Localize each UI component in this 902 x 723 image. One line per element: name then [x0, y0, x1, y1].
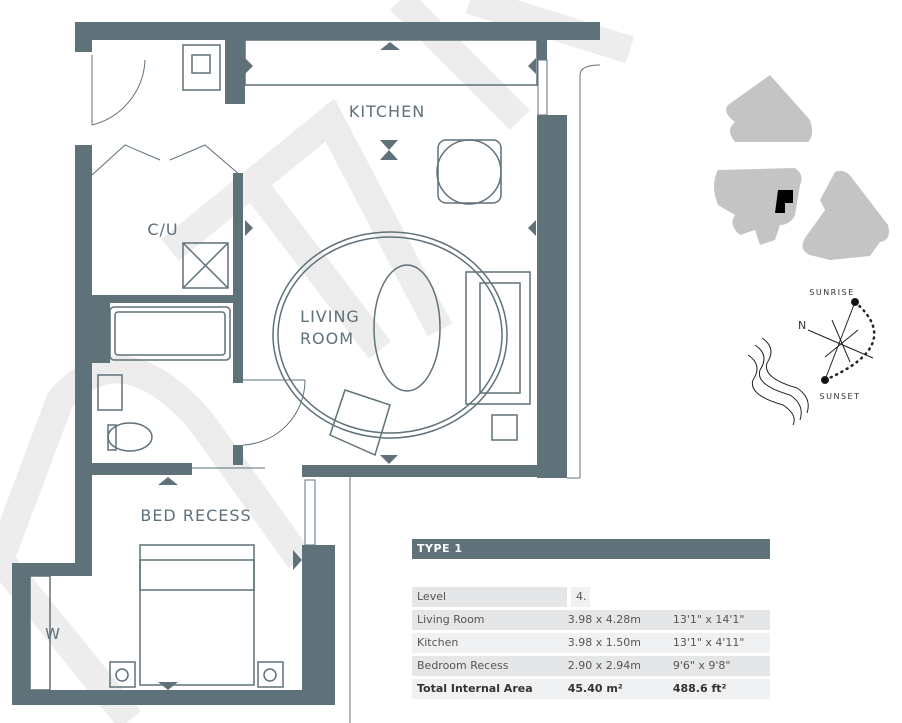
compass-icon — [747, 298, 876, 426]
table-row: Kitchen 3.98 x 1.50m 13'1" x 4'11" — [412, 633, 770, 653]
total-label: Total Internal Area — [417, 682, 533, 695]
room-label-cu: C/U — [147, 220, 178, 239]
north-label: N — [798, 319, 806, 332]
metric-size: 2.90 x 2.94m — [567, 659, 641, 672]
sunrise-label: SUNRISE — [809, 288, 854, 297]
imperial-size: 13'1" x 14'1" — [672, 613, 745, 626]
metric-size: 3.98 x 1.50m — [567, 636, 641, 649]
walls — [12, 22, 600, 705]
room-name: Kitchen — [417, 636, 459, 649]
dimension-markers — [158, 42, 536, 690]
total-row: Total Internal Area 45.40 m² 488.6 ft² — [412, 679, 770, 699]
metric-size: 3.98 x 4.28m — [567, 613, 641, 626]
room-name: Bedroom Recess — [417, 659, 509, 672]
table-row: Living Room 3.98 x 4.28m 13'1" x 14'1" — [412, 610, 770, 630]
room-label-bed-recess: BED RECESS — [140, 506, 251, 525]
room-label-living-1: LIVING — [300, 307, 360, 326]
total-imperial: 488.6 ft² — [672, 682, 727, 695]
imperial-size: 9'6" x 9'8" — [672, 659, 731, 672]
room-label-kitchen: KITCHEN — [349, 102, 425, 121]
unit-location-marker — [775, 190, 793, 213]
schedule-title: TYPE 1 — [412, 539, 770, 559]
total-metric: 45.40 m² — [567, 682, 623, 695]
windows — [190, 59, 601, 723]
room-name: Living Room — [417, 613, 485, 626]
fixtures — [29, 39, 538, 691]
table-row: Bedroom Recess 2.90 x 2.94m 9'6" x 9'8" — [412, 656, 770, 676]
site-key-plan — [714, 75, 889, 260]
level-value: 4. — [571, 587, 590, 607]
area-schedule: TYPE 1 Level 4. Living Room 3.98 x 4.28m… — [412, 539, 770, 699]
room-label-wardrobe: W — [45, 625, 61, 643]
imperial-size: 13'1" x 4'11" — [672, 636, 745, 649]
doors — [91, 55, 306, 446]
sunset-label: SUNSET — [820, 392, 861, 401]
level-label: Level — [412, 587, 567, 607]
room-label-living-2: ROOM — [300, 329, 354, 348]
level-row: Level 4. — [412, 587, 770, 607]
